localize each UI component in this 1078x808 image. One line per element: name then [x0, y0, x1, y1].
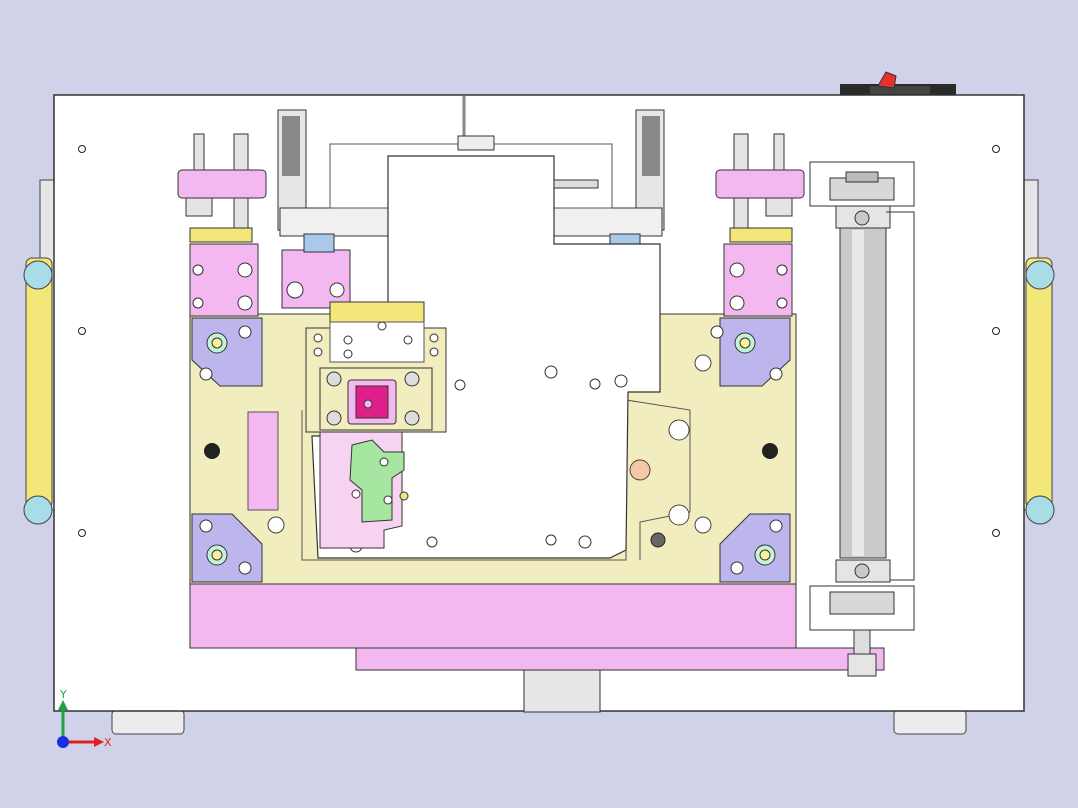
guide-post-right [715, 133, 805, 243]
axis-y-label: Y [59, 688, 67, 701]
support-block-holes [192, 262, 788, 311]
corner-bracket-bottom-right [719, 513, 791, 583]
support-feet [111, 709, 967, 735]
coordinate-triad: Y X [57, 688, 112, 749]
lower-rail [189, 583, 797, 649]
base-plate-holes [78, 145, 1000, 537]
corner-bracket-top-left [191, 317, 263, 387]
test-socket [305, 301, 447, 433]
pneumatic-cylinder [809, 161, 915, 677]
right-side-clamp [1023, 179, 1055, 525]
axis-x-label: X [104, 736, 112, 749]
guide-post-left [177, 133, 267, 243]
corner-bracket-top-right [710, 317, 791, 387]
corner-bracket-bottom-left [191, 513, 263, 583]
power-rocker-switch [840, 71, 956, 96]
green-sensor-board [349, 439, 409, 523]
compression-springs [303, 233, 641, 253]
bottom-slide-bar [355, 647, 885, 671]
bottom-connector-block [523, 669, 601, 713]
left-side-clamp [23, 179, 55, 525]
